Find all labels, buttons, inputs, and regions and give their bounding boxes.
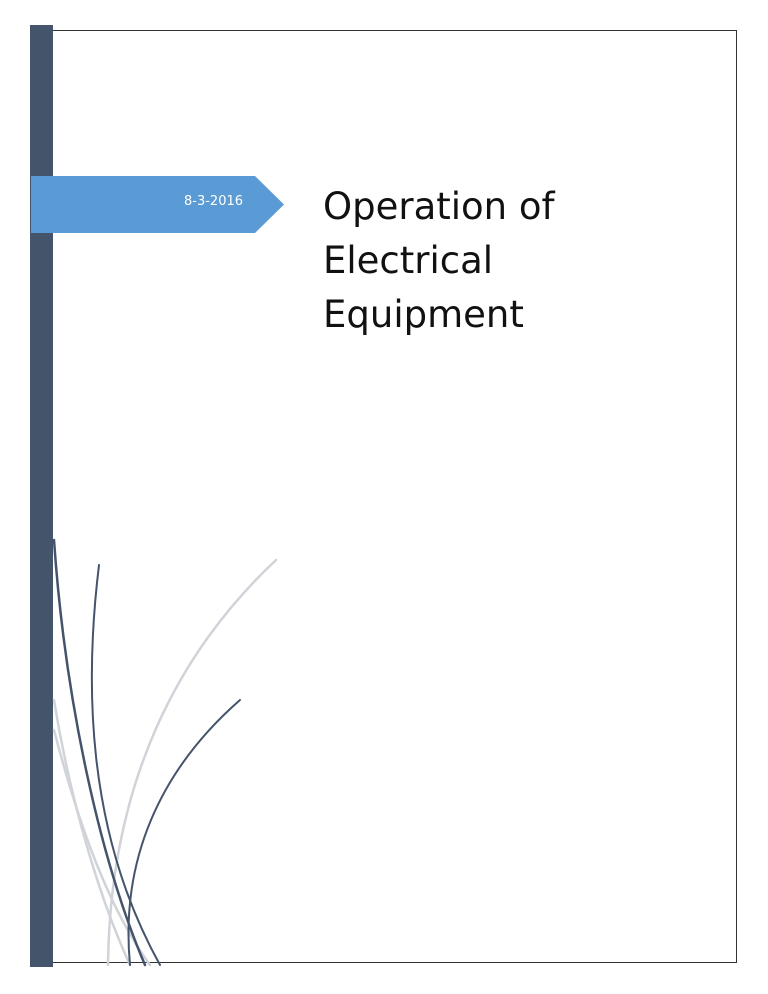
title-line-3: Equipment [323,293,524,336]
document-title: Operation of Electrical Equipment [323,180,555,342]
title-line-2: Electrical [323,239,494,282]
sidebar-accent-bar [30,25,53,967]
cover-date: 8-3-2016 [184,194,244,209]
date-banner [31,176,284,233]
title-line-1: Operation of [323,185,555,228]
